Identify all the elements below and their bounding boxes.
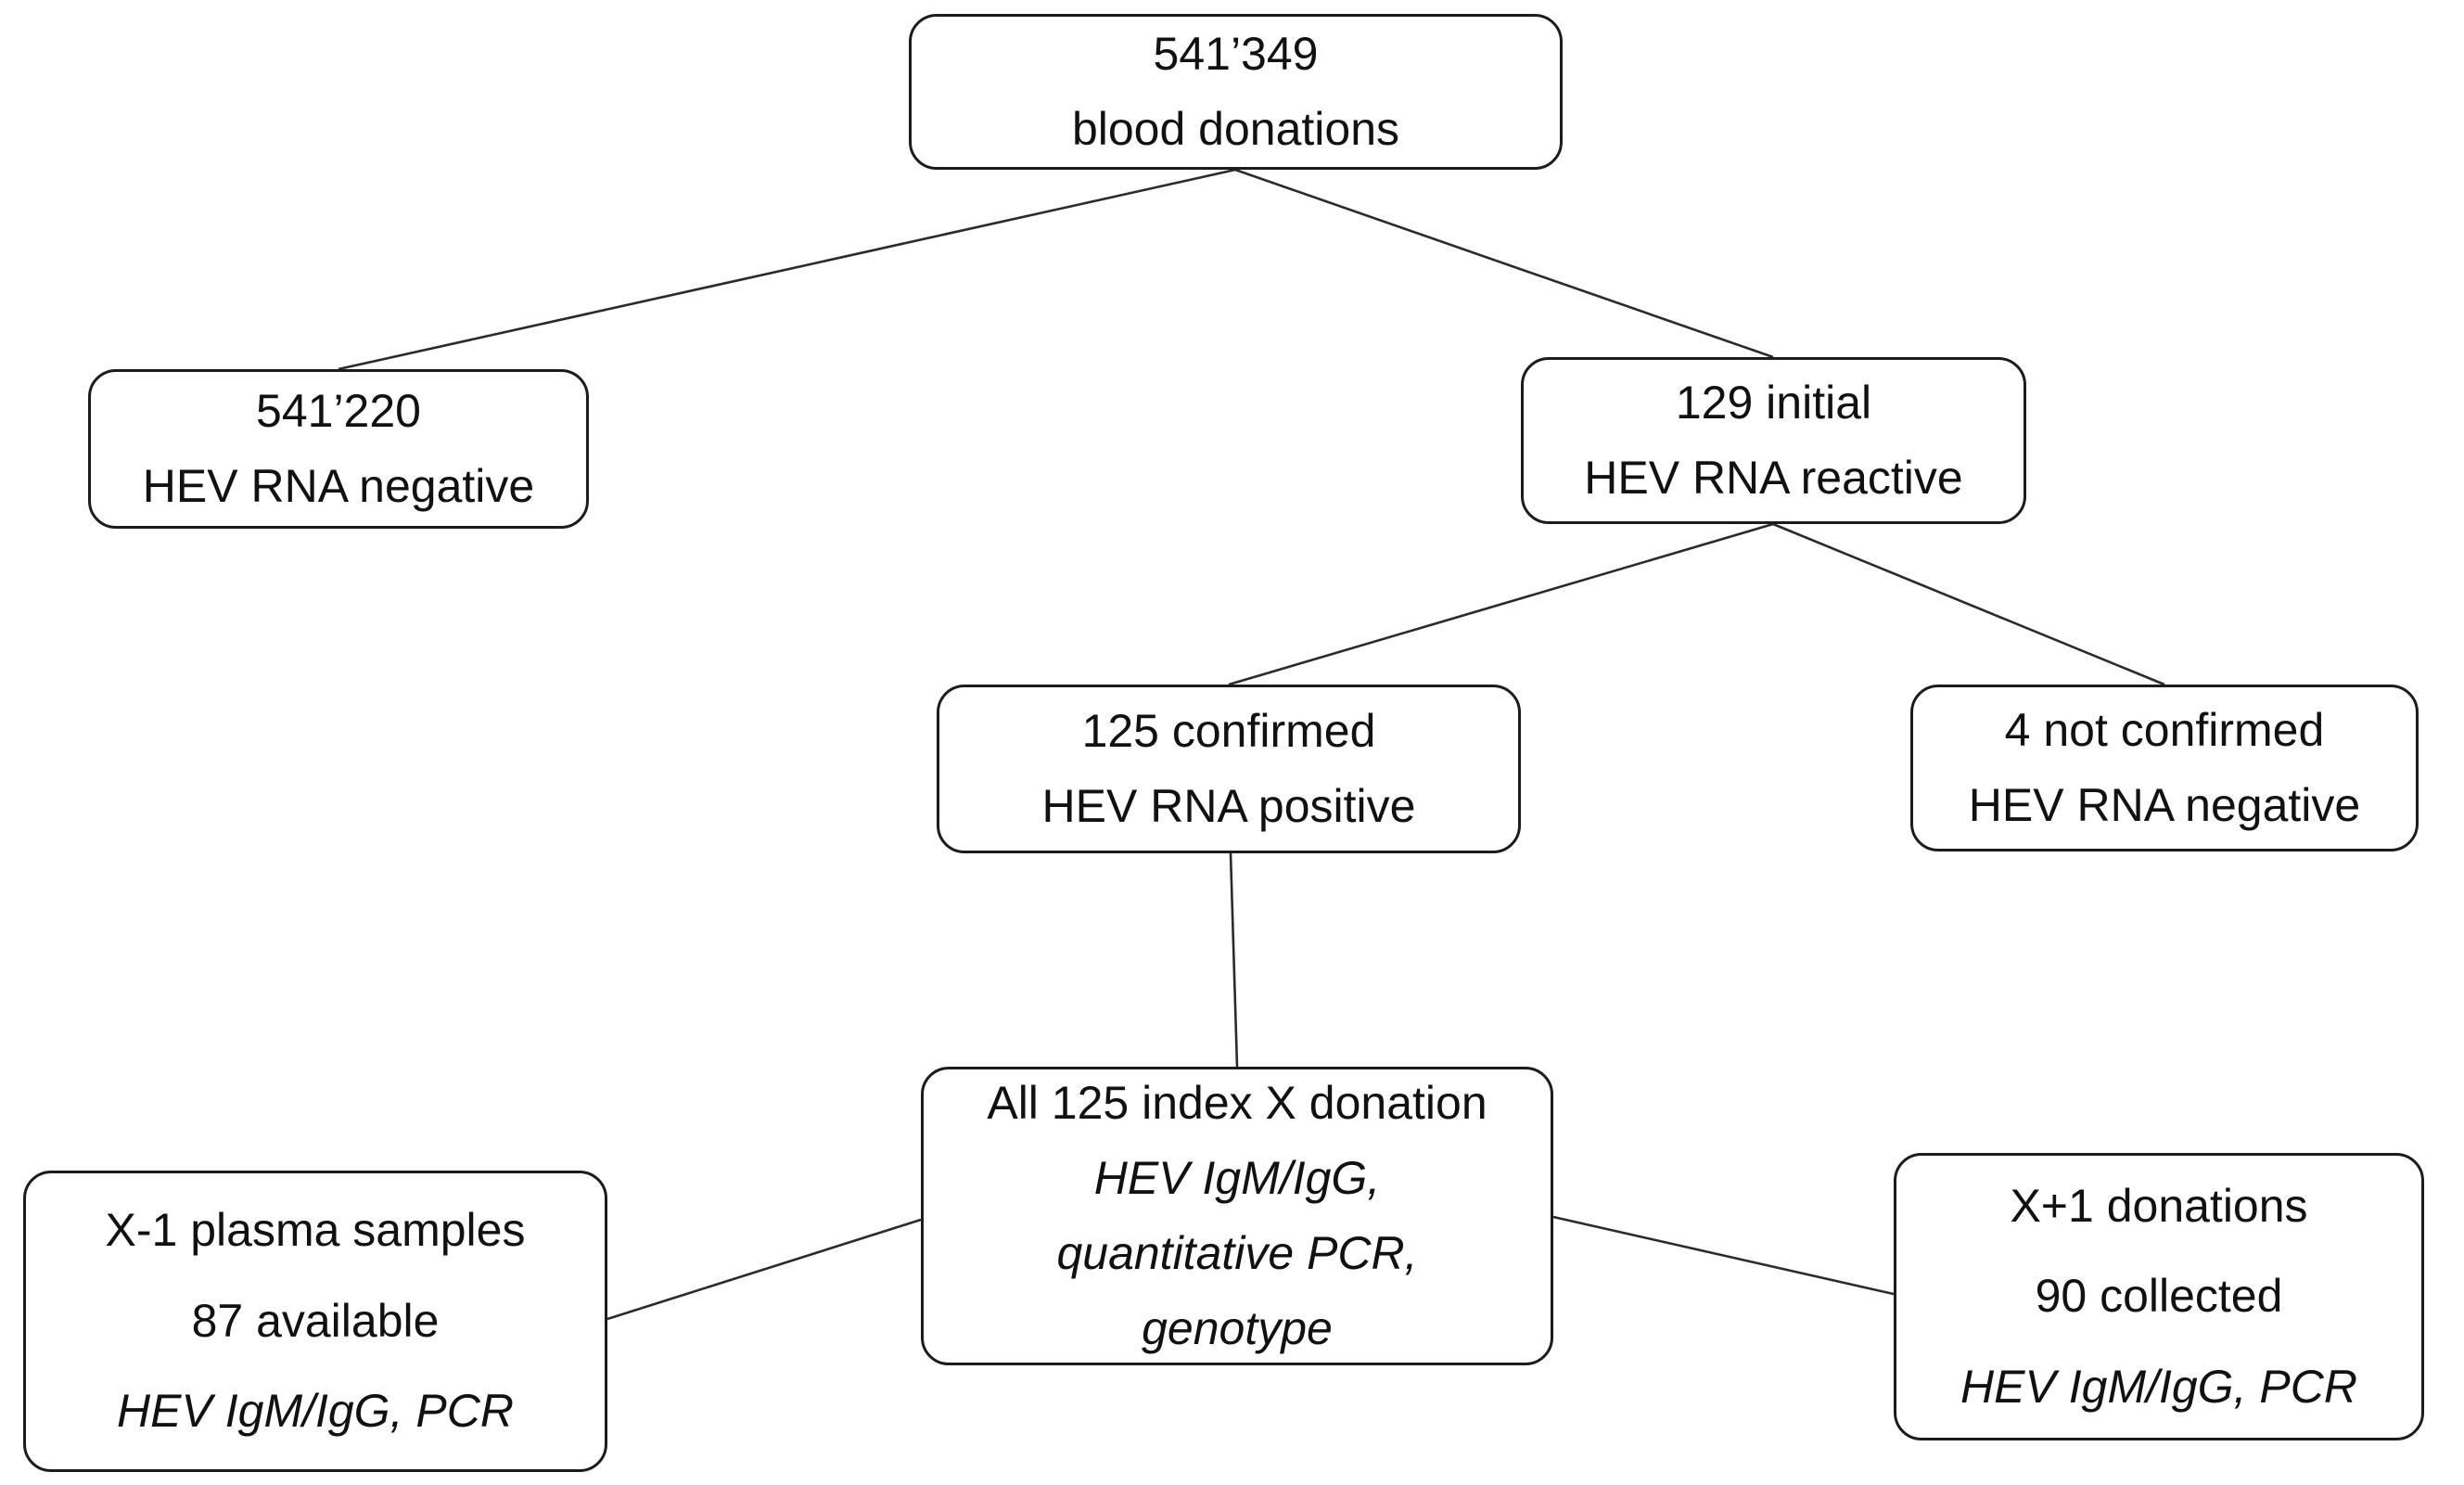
edge-index-donation-to-x-plus-1 (1552, 1215, 1898, 1297)
node-text-line: 125 confirmed (1081, 705, 1376, 757)
edge-initial-reactive-to-not-confirmed (1772, 522, 2165, 686)
node-confirmed-hev-rna-positive: 125 confirmed HEV RNA positive (937, 685, 1521, 853)
node-text-line: 4 not confirmed (2004, 704, 2325, 756)
node-text-line: genotype (1142, 1302, 1333, 1354)
node-text-line: HEV RNA positive (1041, 780, 1416, 832)
node-text-line: HEV RNA reactive (1584, 452, 1963, 504)
node-text-line: blood donations (1071, 103, 1400, 155)
edge-initial-reactive-to-confirmed-positive (1228, 522, 1774, 686)
node-text-line: 541’349 (1153, 28, 1319, 80)
node-text-line: All 125 index X donation (987, 1077, 1487, 1129)
node-text-line: HEV RNA negative (1968, 779, 2361, 831)
node-text-line: 129 initial (1675, 377, 1872, 429)
node-not-confirmed-hev-rna-negative: 4 not confirmed HEV RNA negative (1910, 685, 2419, 851)
edge-confirmed-positive-to-index-donation (1229, 852, 1239, 1068)
edge-blood-donations-to-hev-negative (338, 168, 1236, 371)
node-text-line: X-1 plasma samples (105, 1204, 526, 1257)
edge-blood-donations-to-initial-reactive (1234, 168, 1774, 359)
node-text-line: X+1 donations (2010, 1179, 2308, 1232)
node-text-line: 90 collected (2035, 1270, 2283, 1323)
node-index-x-donation: All 125 index X donation HEV IgM/IgG, qu… (921, 1067, 1553, 1365)
node-text-line: HEV IgM/IgG, PCR (117, 1385, 514, 1438)
node-blood-donations: 541’349 blood donations (909, 14, 1563, 170)
node-text-line: quantitative PCR, (1056, 1227, 1418, 1279)
node-x-minus-1-plasma-samples: X-1 plasma samples 87 available HEV IgM/… (23, 1171, 607, 1472)
node-text-line: 87 available (191, 1294, 440, 1347)
node-hev-rna-negative: 541’220 HEV RNA negative (88, 369, 589, 529)
node-text-line: 541’220 (256, 385, 421, 437)
node-x-plus-1-donations: X+1 donations 90 collected HEV IgM/IgG, … (1894, 1153, 2424, 1440)
node-text-line: HEV IgM/IgG, (1093, 1152, 1381, 1204)
node-text-line: HEV RNA negative (142, 460, 535, 512)
edge-index-donation-to-x-minus-1 (606, 1218, 922, 1321)
node-initial-hev-rna-reactive: 129 initial HEV RNA reactive (1521, 357, 2026, 524)
node-text-line: HEV IgM/IgG, PCR (1960, 1360, 2357, 1413)
